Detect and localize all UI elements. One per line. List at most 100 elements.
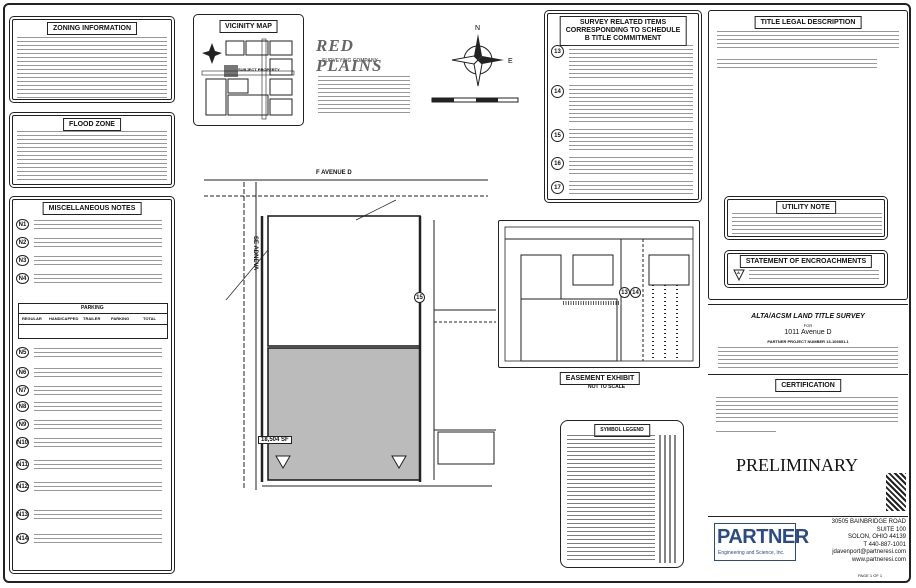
partner-address-line: 30505 BAINBRIDGE ROAD: [831, 519, 906, 525]
note-text: [34, 510, 162, 522]
easement-tag-14: 14: [630, 287, 641, 298]
survey-items-title: SURVEY RELATED ITEMS CORRESPONDING TO SC…: [559, 16, 687, 46]
company-logo: RED PLAINS SURVEYING COMPANY: [312, 36, 414, 75]
survey-items-title-1: SURVEY RELATED ITEMS: [579, 19, 667, 26]
partner-name: PARTNER: [717, 526, 809, 548]
note-text: [34, 402, 162, 414]
encroach-marker: A: [737, 270, 740, 275]
plan-item-15-marker: 15: [414, 292, 425, 303]
note-marker: N8: [16, 401, 29, 412]
note-marker: N3: [16, 255, 29, 266]
alta-project: PARTNER PROJECT NUMBER 13-109851.1: [767, 339, 849, 344]
note-marker: N2: [16, 237, 29, 248]
note-marker: N14: [16, 533, 29, 544]
surveyor-seal: [886, 473, 906, 511]
cert-text: [716, 397, 898, 423]
note-marker: N12: [16, 481, 29, 492]
survey-item-text: [569, 45, 693, 79]
legal-description-text: [717, 31, 899, 51]
svg-text:E: E: [508, 58, 513, 65]
certification-block: CERTIFICATION PRELIMINARY: [708, 374, 908, 515]
note-marker: N13: [16, 509, 29, 520]
encroach-text: [749, 270, 879, 280]
note-text: [34, 386, 162, 398]
note-marker: N11: [16, 459, 29, 470]
logo-text: RED PLAINS: [316, 36, 383, 75]
north-arrow: N E: [431, 25, 519, 103]
easement-scale: NOT TO SCALE: [588, 384, 626, 390]
note-marker: N4: [16, 273, 29, 284]
note-text: [34, 274, 162, 286]
note-marker: N5: [16, 347, 29, 358]
side-road-label: SE ADNEVA: [252, 236, 258, 271]
alta-title: ALTA/ACSM LAND TITLE SURVEY: [751, 313, 865, 320]
company-address-block: [318, 76, 410, 116]
parking-table-title: PARKING: [81, 305, 104, 311]
alta-title-block: ALTA/ACSM LAND TITLE SURVEY FOR 1011 Ave…: [708, 304, 908, 401]
note-text: [34, 438, 162, 450]
note-text: [34, 534, 162, 546]
encroachment-triangle-icon: [733, 269, 745, 281]
survey-item-marker: 16: [551, 157, 564, 170]
note-text: [34, 368, 162, 380]
easement-exhibit-box: 13 14: [498, 220, 700, 368]
survey-item-text: [569, 181, 693, 197]
parking-col-parking: PARKING: [111, 316, 130, 321]
note-text: [34, 460, 162, 472]
parking-col-regular: REGULAR: [22, 316, 42, 321]
parking-col-handicapped: HANDICAPPED: [49, 316, 79, 321]
title-legal-title: TITLE LEGAL DESCRIPTION: [754, 16, 862, 29]
legend-entries: [567, 435, 655, 563]
partner-block: PARTNER Engineering and Science, Inc. 30…: [708, 516, 908, 583]
symbol-legend-box: SYMBOL LEGEND: [560, 420, 684, 568]
vicinity-title: VICINITY MAP: [219, 20, 278, 33]
note-text: [34, 238, 162, 250]
flood-zone-box: FLOOD ZONE: [9, 112, 175, 188]
note-marker: N10: [16, 437, 29, 448]
partner-address-line: SOLON, OHIO 44139: [847, 534, 906, 540]
easement-tag-13: 13: [619, 287, 630, 298]
flood-text: [17, 131, 167, 183]
alta-property-text: [718, 347, 898, 371]
utility-note-box: UTILITY NOTE: [724, 196, 888, 240]
site-plan-drawing: [204, 179, 496, 490]
legend-vertical-notes: [659, 435, 679, 563]
survey-items-title-3: B TITLE COMMITMENT: [584, 35, 662, 42]
note-text: [34, 220, 162, 232]
subject-property-label: SUBJECT PROPERTY: [238, 67, 280, 72]
note-text: [34, 348, 162, 360]
partner-logo: PARTNER Engineering and Science, Inc.: [714, 523, 809, 561]
logo-tagline: SURVEYING COMPANY: [322, 58, 378, 64]
note-text: [34, 482, 162, 494]
vicinity-map-drawing: [201, 38, 295, 120]
encroach-title: STATEMENT OF ENCROACHMENTS: [739, 255, 873, 268]
preliminary-stamp: PRELIMINARY: [736, 455, 859, 475]
cert-date-line: [716, 431, 776, 435]
note-text: [34, 256, 162, 268]
partner-sub: Engineering and Science, Inc.: [718, 550, 785, 556]
vicinity-map-box: VICINITY MAP SUBJECT PROPERTY: [193, 14, 304, 126]
parking-col-trailer: TRAILER: [83, 316, 101, 321]
survey-item-marker: 14: [551, 85, 564, 98]
flood-title: FLOOD ZONE: [63, 118, 121, 131]
easement-title: EASEMENT EXHIBIT: [559, 372, 641, 385]
survey-items-title-2: CORRESPONDING TO SCHEDULE: [565, 27, 681, 34]
note-marker: N1: [16, 219, 29, 230]
zoning-title: ZONING INFORMATION: [46, 22, 138, 35]
partner-address-line: SUITE 100: [876, 526, 906, 533]
street-label: F AVENUE D: [316, 170, 352, 176]
svg-text:N: N: [475, 25, 480, 32]
note-marker: N9: [16, 419, 29, 430]
cert-title: CERTIFICATION: [775, 379, 841, 392]
survey-item-marker: 13: [551, 45, 564, 58]
survey-item-text: [569, 85, 693, 123]
encroachments-box: STATEMENT OF ENCROACHMENTS A: [724, 250, 888, 288]
easement-drawing: [504, 226, 694, 362]
survey-sheet: [3, 3, 911, 583]
alta-for: FOR: [803, 323, 813, 328]
zoning-text: [17, 37, 167, 99]
parking-table: PARKING REGULAR HANDICAPPED TRAILER PARK…: [18, 303, 168, 339]
survey-item-marker: 17: [551, 181, 564, 194]
